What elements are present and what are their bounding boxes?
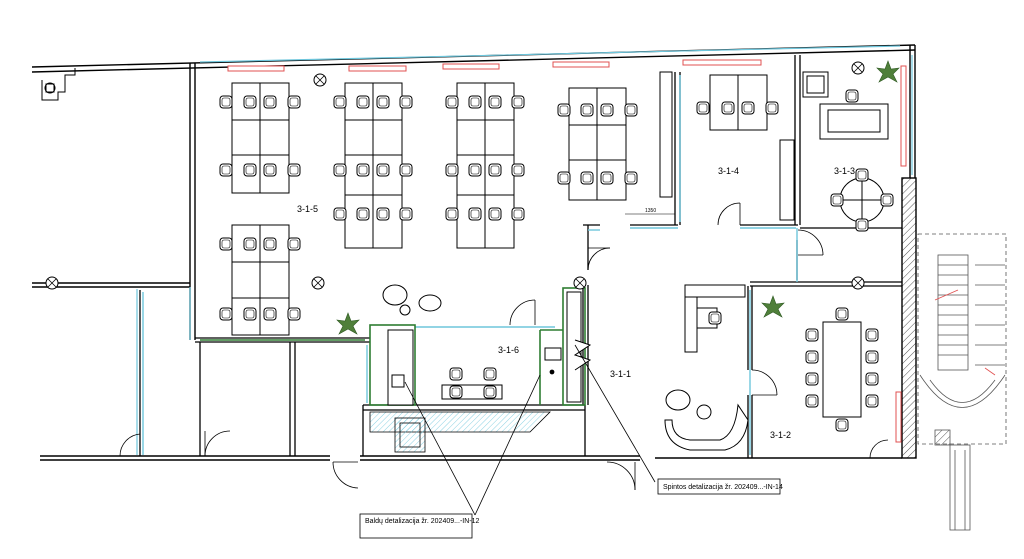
doors (119, 202, 889, 491)
desk-cluster-3-1-4 (709, 74, 795, 221)
callout-furniture-text: Baldų detalizacija žr. 202409...-IN-12 (365, 518, 480, 525)
callout-wardrobe: Spintos detalizacija žr. 202409...-IN-14 (657, 478, 783, 495)
room-label-3-1-1: 3-1-1 (610, 369, 631, 379)
chairs-3-1-1 (708, 311, 722, 325)
callout-leaders (404, 344, 656, 516)
shaft-top-left (41, 68, 76, 101)
room-label-3-1-3: 3-1-3 (834, 166, 855, 176)
lounge-3-1-5 (382, 284, 442, 316)
furniture-3-1-2 (822, 321, 862, 418)
stairwell (917, 233, 1007, 531)
desk-clusters-3-1-5 (231, 71, 673, 336)
room-label-3-1-4: 3-1-4 (718, 166, 739, 176)
counter-hatched (369, 411, 551, 453)
room-label-3-1-5: 3-1-5 (297, 204, 318, 214)
radiators (227, 59, 907, 443)
callout-wardrobe-text: Spintos detalizacija žr. 202409...-IN-14 (663, 484, 783, 491)
furniture-3-1-1 (664, 284, 749, 451)
facade-glazing (136, 45, 913, 455)
exterior-walls (31, 44, 917, 461)
dimension-label: 1350 (645, 208, 656, 214)
room-label-3-1-6: 3-1-6 (498, 345, 519, 355)
glass-partitions (142, 75, 798, 455)
room-label-3-1-2: 3-1-2 (770, 430, 791, 440)
callout-furniture: Baldų detalizacija žr. 202409...-IN-12 (359, 513, 480, 539)
room-labels: 3-1-5 3-1-4 3-1-3 3-1-6 3-1-1 3-1-2 1350 (288, 166, 855, 440)
